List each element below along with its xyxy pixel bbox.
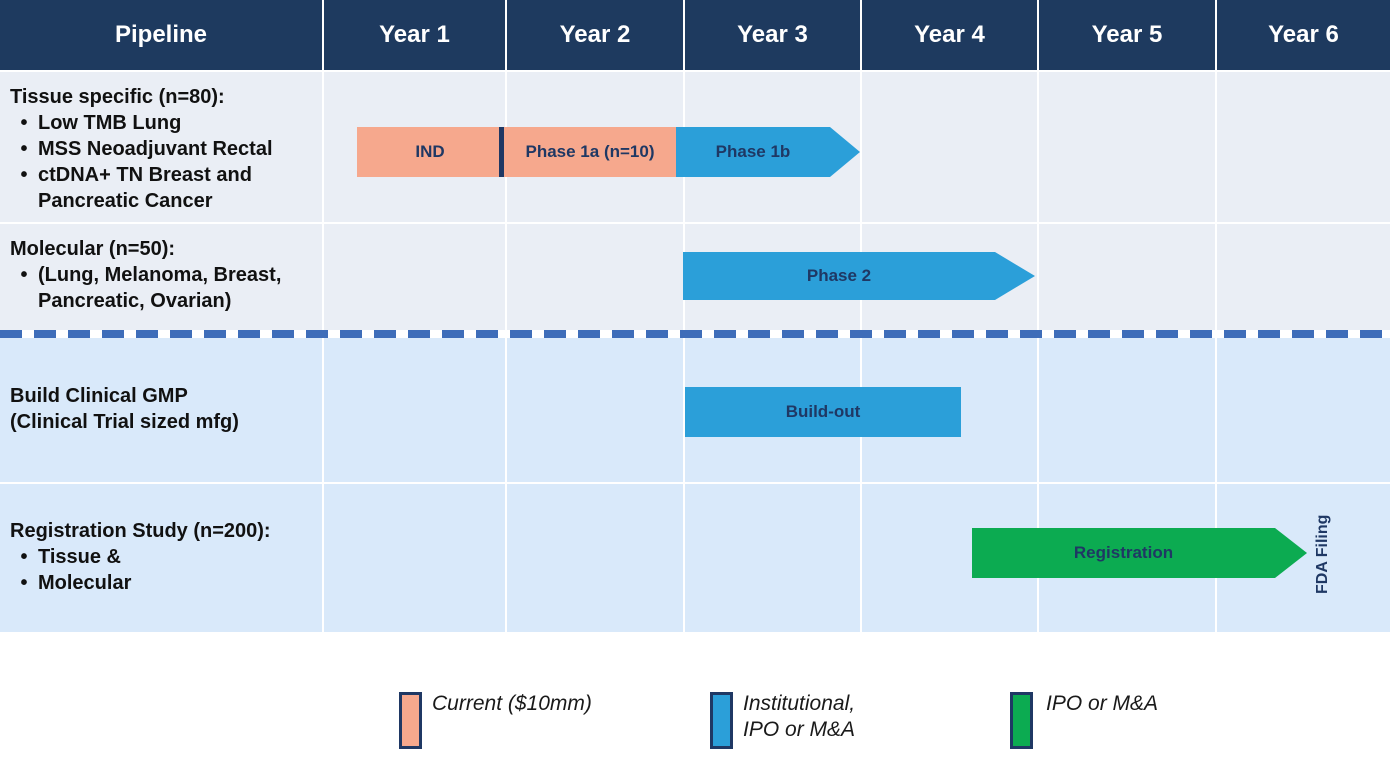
row-title: Molecular (n=50): <box>10 238 176 260</box>
list-item: (Lung, Melanoma, Breast, Pancreatic, Ova… <box>10 262 300 314</box>
header-year-4: Year 4 <box>862 0 1037 70</box>
row-molecular-label: Molecular (n=50): (Lung, Melanoma, Breas… <box>0 224 322 330</box>
bar-phase-1a: Phase 1a (n=10) <box>504 127 676 177</box>
legend-label-ipo: IPO or M&A <box>1046 692 1159 715</box>
bar-phase-2-arrow: Phase 2 <box>683 252 1035 300</box>
bar-registration-arrow: Registration <box>972 528 1307 578</box>
row-build-gmp-label: Build Clinical GMP (Clinical Trial sized… <box>0 338 322 482</box>
header-year-1: Year 1 <box>324 0 505 70</box>
row-title: Registration Study (n=200): <box>10 520 271 542</box>
dashed-separator <box>0 330 1390 338</box>
bar-ind: IND <box>357 127 503 177</box>
list-item: Molecular <box>10 570 300 596</box>
header-year-2: Year 2 <box>507 0 683 70</box>
row-title: Build Clinical GMP <box>10 385 188 407</box>
row-title: Tissue specific (n=80): <box>10 86 225 108</box>
list-item: Tissue & <box>10 544 300 570</box>
bar-phase-1b-arrow: Phase 1b <box>676 127 860 177</box>
header-year-6: Year 6 <box>1217 0 1390 70</box>
header-pipeline: Pipeline <box>0 0 322 70</box>
header-year-3: Year 3 <box>685 0 860 70</box>
header-row: Pipeline Year 1 Year 2 Year 3 Year 4 Yea… <box>0 0 1390 70</box>
fda-filing-label: FDA Filing <box>1314 514 1331 594</box>
header-year-5: Year 5 <box>1039 0 1215 70</box>
bar-build-out: Build-out <box>685 387 961 437</box>
row-registration-study-label: Registration Study (n=200): Tissue & Mol… <box>0 484 322 632</box>
legend-label-institutional: Institutional, IPO or M&A <box>743 692 856 741</box>
bar-ind-phase1a-divider <box>499 127 504 177</box>
row-subtitle: (Clinical Trial sized mfg) <box>10 411 239 433</box>
legend-swatch-institutional <box>710 692 733 749</box>
list-item: ctDNA+ TN Breast and Pancreatic Cancer <box>10 162 300 214</box>
list-item: Low TMB Lung <box>10 110 300 136</box>
row-tissue-specific-label: Tissue specific (n=80): Low TMB Lung MSS… <box>0 72 322 222</box>
legend-swatch-ipo <box>1010 692 1033 749</box>
list-item: MSS Neoadjuvant Rectal <box>10 136 300 162</box>
legend-label-current: Current ($10mm) <box>432 692 592 715</box>
legend-swatch-current <box>399 692 422 749</box>
